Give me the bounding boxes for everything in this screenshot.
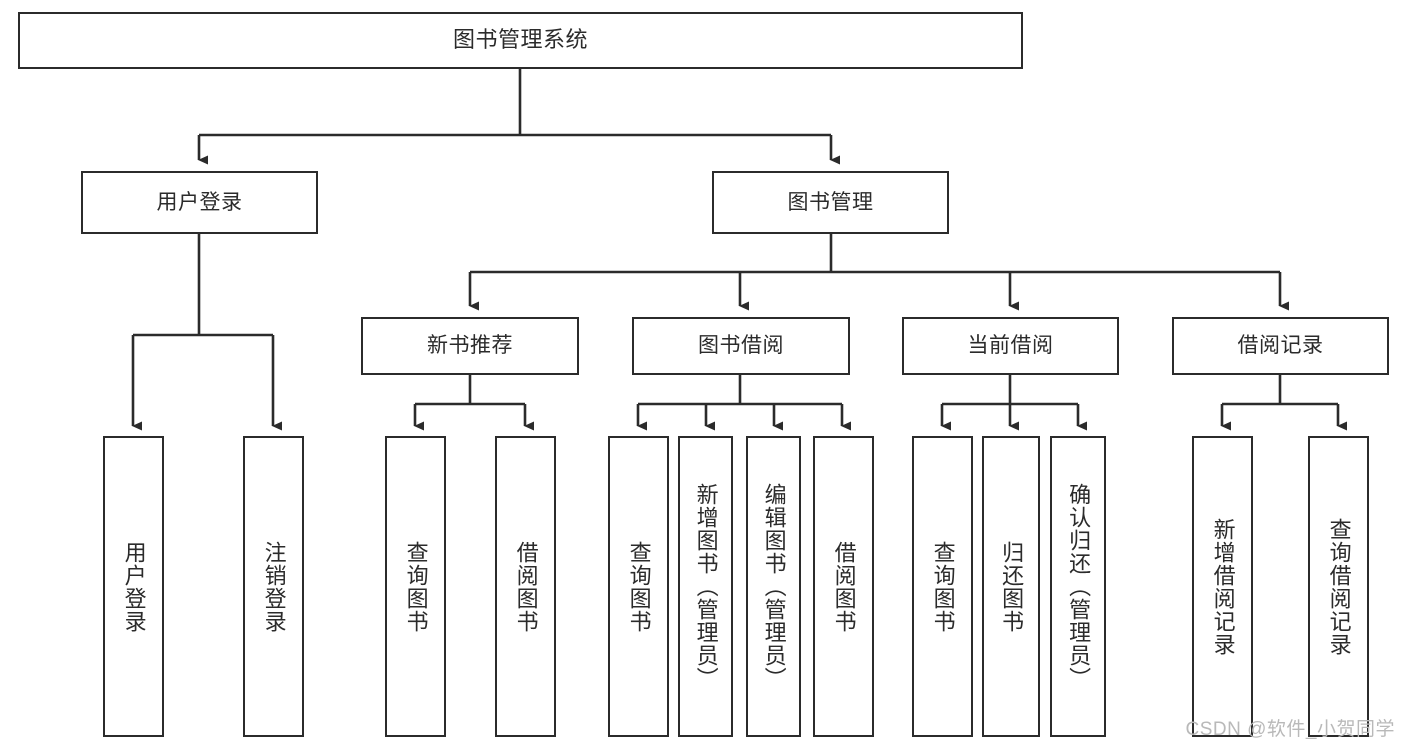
- node-book-borrow[interactable]: 图书借阅: [632, 317, 850, 375]
- leaf-borrow-book-borrow-label: 借阅图书: [831, 540, 857, 633]
- leaf-query-book-borrow-label: 查询图书: [626, 540, 652, 633]
- node-borrow-record[interactable]: 借阅记录: [1172, 317, 1389, 375]
- leaf-query-book-recommend-label: 查询图书: [403, 540, 429, 633]
- leaf-borrow-book-recommend-label: 借阅图书: [513, 540, 539, 633]
- leaf-borrow-book-recommend[interactable]: 借阅图书: [495, 436, 556, 737]
- leaf-query-borrow-record[interactable]: 查询借阅记录: [1308, 436, 1369, 737]
- leaf-add-borrow-record[interactable]: 新增借阅记录: [1192, 436, 1253, 737]
- leaf-return-book-label: 归还图书: [999, 540, 1025, 633]
- watermark-text: CSDN @软件_小贺同学: [1185, 719, 1395, 740]
- node-borrow-record-label: 借阅记录: [1237, 334, 1324, 358]
- node-new-book-recommend[interactable]: 新书推荐: [361, 317, 579, 375]
- leaf-add-borrow-record-label: 新增借阅记录: [1210, 517, 1236, 656]
- leaf-logout[interactable]: 注销登录: [243, 436, 304, 737]
- leaf-query-book-recommend[interactable]: 查询图书: [385, 436, 446, 737]
- leaf-user-login[interactable]: 用户登录: [103, 436, 164, 737]
- leaf-add-book-admin-label: 新增图书（管理员）: [693, 483, 719, 690]
- node-current-borrow[interactable]: 当前借阅: [902, 317, 1119, 375]
- node-new-book-recommend-label: 新书推荐: [427, 334, 513, 358]
- leaf-query-borrow-record-label: 查询借阅记录: [1326, 517, 1352, 656]
- leaf-query-book-current[interactable]: 查询图书: [912, 436, 973, 737]
- node-user-login-label: 用户登录: [156, 190, 243, 214]
- node-book-manage-label: 图书管理: [787, 190, 874, 214]
- leaf-edit-book-admin[interactable]: 编辑图书（管理员）: [746, 436, 801, 737]
- leaf-logout-label: 注销登录: [261, 540, 287, 633]
- leaf-confirm-return-admin[interactable]: 确认归还（管理员）: [1050, 436, 1106, 737]
- leaf-query-book-borrow[interactable]: 查询图书: [608, 436, 669, 737]
- node-user-login[interactable]: 用户登录: [81, 171, 318, 234]
- node-root-system[interactable]: 图书管理系统: [18, 12, 1023, 69]
- leaf-borrow-book-borrow[interactable]: 借阅图书: [813, 436, 874, 737]
- leaf-edit-book-admin-label: 编辑图书（管理员）: [761, 483, 787, 690]
- leaf-return-book[interactable]: 归还图书: [982, 436, 1040, 737]
- leaf-query-book-current-label: 查询图书: [930, 540, 956, 633]
- leaf-add-book-admin[interactable]: 新增图书（管理员）: [678, 436, 733, 737]
- node-book-borrow-label: 图书借阅: [698, 334, 784, 358]
- node-book-manage[interactable]: 图书管理: [712, 171, 949, 234]
- leaf-confirm-return-admin-label: 确认归还（管理员）: [1066, 483, 1092, 690]
- node-root-system-label: 图书管理系统: [452, 27, 588, 53]
- leaf-user-login-label: 用户登录: [121, 540, 147, 633]
- node-current-borrow-label: 当前借阅: [967, 334, 1054, 358]
